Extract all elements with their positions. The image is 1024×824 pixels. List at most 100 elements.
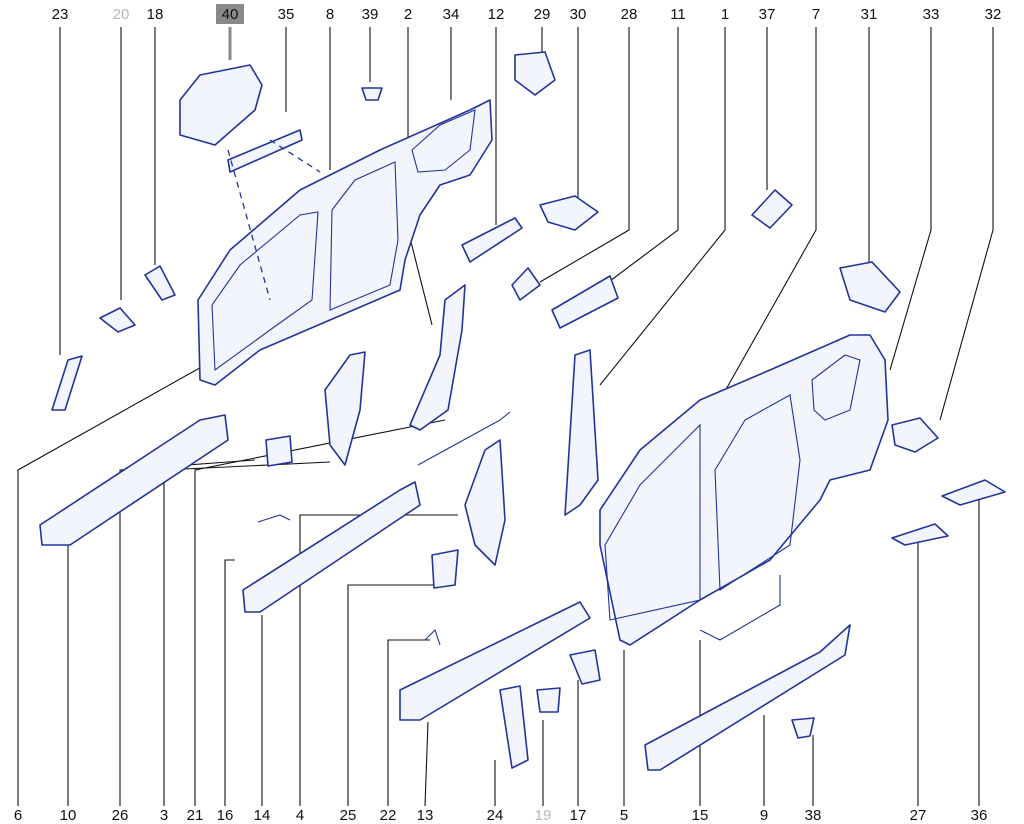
bracket-27 <box>891 523 949 546</box>
highlight-box-40 <box>216 4 244 24</box>
roof-rail-strip <box>227 129 303 173</box>
right-door-opening-rear <box>714 394 801 591</box>
leader-line-13 <box>424 721 429 807</box>
callout-label-16: 16 <box>217 807 234 824</box>
leader-line-3 <box>163 461 331 806</box>
callout-label-39: 39 <box>362 6 379 23</box>
bracket-37 <box>751 189 793 229</box>
bracket-26 <box>265 435 293 467</box>
bracket-17 <box>569 649 601 685</box>
callout-label-23: 23 <box>52 6 69 23</box>
callout-label-34: 34 <box>443 6 460 23</box>
leader-line-22 <box>387 639 430 806</box>
gusset-bracket <box>179 64 263 146</box>
callout-label-33: 33 <box>923 6 940 23</box>
bracket-12 <box>461 217 523 263</box>
assembly-direction-line-2 <box>269 139 321 173</box>
left-door-opening-rear <box>329 161 399 311</box>
assembly-direction-line <box>227 149 271 301</box>
sill-10 <box>39 414 229 546</box>
clip-38 <box>791 717 815 739</box>
bracket-28 <box>511 267 541 301</box>
callout-label-9: 9 <box>760 807 768 824</box>
callout-label-22: 22 <box>380 807 397 824</box>
bracket-11 <box>551 275 619 329</box>
left-body-side-frame <box>197 99 493 386</box>
bracket-30 <box>539 195 599 231</box>
bracket-23 <box>51 355 83 411</box>
b-pillar-2 <box>409 284 466 431</box>
callout-label-36: 36 <box>971 807 988 824</box>
callout-label-31: 31 <box>861 6 878 23</box>
callout-label-12: 12 <box>488 6 505 23</box>
parts-layer <box>39 51 1006 771</box>
callout-label-17: 17 <box>570 807 587 824</box>
a-pillar-4 <box>464 439 506 566</box>
bracket-25 <box>431 549 459 589</box>
callout-label-20: 20 <box>113 6 130 23</box>
callout-label-6: 6 <box>14 807 22 824</box>
bracket-18 <box>144 265 176 301</box>
rod-21 <box>257 514 291 523</box>
sill-9 <box>644 624 851 771</box>
callout-label-28: 28 <box>621 6 638 23</box>
left-door-opening-front <box>211 211 319 372</box>
leader-line-28 <box>539 27 630 283</box>
callout-label-7: 7 <box>812 6 820 23</box>
callout-label-38: 38 <box>805 807 822 824</box>
leader-line-16 <box>224 559 235 806</box>
callout-label-40: 40 <box>222 6 239 23</box>
callout-label-13: 13 <box>417 807 434 824</box>
sill-13 <box>399 601 591 721</box>
right-rear-window <box>811 354 861 421</box>
bracket-24 <box>499 685 529 769</box>
rod-15 <box>699 575 781 641</box>
callout-label-2: 2 <box>404 6 412 23</box>
bracket-20 <box>99 307 136 333</box>
leader-line-7 <box>719 27 817 401</box>
callout-label-24: 24 <box>487 807 504 824</box>
callout-label-30: 30 <box>570 6 587 23</box>
callout-label-19: 19 <box>535 807 552 824</box>
clip-39 <box>361 87 383 101</box>
leader-line-26 <box>119 459 256 806</box>
callout-label-5: 5 <box>620 807 628 824</box>
callout-label-14: 14 <box>254 807 271 824</box>
callout-label-3: 3 <box>160 807 168 824</box>
callout-label-15: 15 <box>692 807 709 824</box>
callout-label-4: 4 <box>296 807 304 824</box>
leader-line-11 <box>597 27 679 291</box>
bracket-36 <box>941 479 1006 506</box>
left-rear-window <box>411 109 476 173</box>
leader-line-1 <box>599 27 726 386</box>
callout-label-21: 21 <box>187 807 204 824</box>
leader-line-25 <box>347 584 440 806</box>
leader-line-33 <box>889 27 932 371</box>
a-pillar-3 <box>324 351 366 466</box>
callout-label-26: 26 <box>112 807 129 824</box>
leader-line-21 <box>194 419 446 806</box>
callout-label-8: 8 <box>326 6 334 23</box>
right-door-opening-front <box>604 423 701 621</box>
leader-line-32 <box>939 27 994 421</box>
callout-label-10: 10 <box>60 807 77 824</box>
bracket-33 <box>891 417 939 453</box>
bracket-29 <box>514 51 556 96</box>
rod-22 <box>424 628 441 646</box>
callout-label-35: 35 <box>278 6 295 23</box>
b-pillar-1 <box>564 349 599 516</box>
callout-label-37: 37 <box>759 6 776 23</box>
bracket-31 <box>839 261 901 313</box>
sill-14 <box>242 481 421 613</box>
leader-line-6 <box>17 364 206 806</box>
callout-label-29: 29 <box>534 6 551 23</box>
bracket-19 <box>536 687 561 713</box>
callout-label-25: 25 <box>340 807 357 824</box>
callout-label-11: 11 <box>670 6 686 23</box>
callout-label-27: 27 <box>910 807 927 824</box>
callout-label-18: 18 <box>147 6 164 23</box>
callout-label-32: 32 <box>985 6 1002 23</box>
rod-16 <box>417 411 511 466</box>
